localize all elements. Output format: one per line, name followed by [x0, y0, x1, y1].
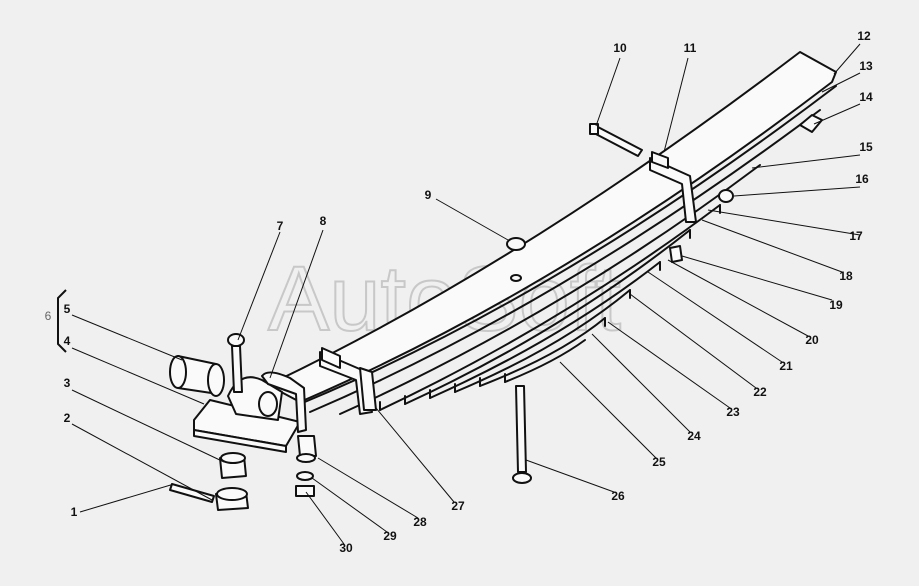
callout-17: 17 — [849, 229, 863, 243]
leaf-7 — [429, 261, 661, 399]
washer-29 — [296, 471, 314, 481]
callout-6: 6 — [45, 309, 52, 323]
callout-8: 8 — [320, 214, 327, 228]
callout-labels: 1 2 3 4 5 6 7 8 9 10 11 12 13 14 15 16 1… — [45, 29, 873, 555]
callout-29: 29 — [383, 529, 397, 543]
pin-20 — [669, 245, 683, 263]
callout-28: 28 — [413, 515, 427, 529]
leaf-6 — [404, 229, 691, 405]
leaf-4 — [339, 164, 761, 415]
nut-3 — [219, 452, 247, 479]
callout-26: 26 — [611, 489, 625, 503]
callout-3: 3 — [64, 376, 71, 390]
nut-30 — [295, 485, 315, 497]
leaf-2 — [299, 85, 837, 405]
shackle-8 — [261, 371, 307, 433]
leaf-10 — [504, 339, 586, 383]
callout-24: 24 — [687, 429, 701, 443]
callout-14: 14 — [859, 90, 873, 104]
leaf-9 — [479, 317, 606, 387]
callout-12: 12 — [857, 29, 871, 43]
bolt-7 — [231, 345, 243, 393]
cotter-pin-2 — [169, 483, 215, 503]
callout-5: 5 — [64, 302, 71, 316]
callout-7: 7 — [277, 219, 284, 233]
bolt-28 — [297, 435, 317, 457]
callout-19: 19 — [829, 298, 843, 312]
callout-18: 18 — [839, 269, 853, 283]
callout-27: 27 — [451, 499, 465, 513]
center-hole — [510, 274, 522, 282]
clamp-front — [319, 347, 377, 415]
leaf-3 — [309, 109, 821, 413]
rear-end-bracket — [799, 114, 823, 133]
callout-10: 10 — [613, 41, 627, 55]
callout-4: 4 — [64, 334, 71, 348]
callout-9: 9 — [425, 188, 432, 202]
callout-20: 20 — [805, 333, 819, 347]
nut-9 — [506, 237, 526, 251]
callout-1: 1 — [71, 505, 78, 519]
callout-2: 2 — [64, 411, 71, 425]
leaf-pack — [267, 51, 837, 415]
bolt-10 — [589, 123, 643, 157]
callout-25: 25 — [652, 455, 666, 469]
callout-16: 16 — [855, 172, 869, 186]
center-bolt-26 — [512, 385, 532, 484]
front-bracket-assembly — [169, 333, 317, 463]
callout-21: 21 — [779, 359, 793, 373]
callout-22: 22 — [753, 385, 767, 399]
leader-lines — [57, 43, 861, 545]
callout-15: 15 — [859, 140, 873, 154]
nut-16 — [718, 189, 734, 203]
leaf-5 — [379, 204, 721, 411]
clamp-rear — [649, 151, 697, 223]
callout-11: 11 — [684, 41, 697, 55]
castle-nut-1 — [215, 487, 249, 511]
callout-30: 30 — [339, 541, 353, 555]
callout-23: 23 — [726, 405, 740, 419]
callout-13: 13 — [859, 59, 873, 73]
